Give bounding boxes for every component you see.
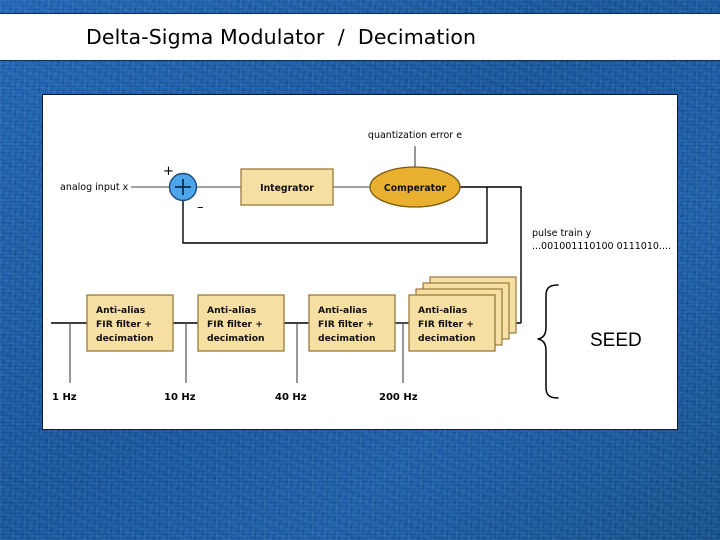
decimation-stage-1-line-2: FIR filter +	[96, 319, 152, 330]
comparator-block	[369, 166, 461, 208]
decimation-stage-3	[308, 294, 396, 352]
decimation-stage-1	[86, 294, 174, 352]
decimation-stage-3-line-3: decimation	[318, 333, 376, 344]
slide-title-bar: Delta-Sigma Modulator / Decimation	[0, 13, 720, 61]
integrator-label: Integrator	[260, 183, 314, 194]
frequency-label-2: 10 Hz	[164, 392, 196, 403]
decimation-stage-4-line-2: FIR filter +	[418, 319, 474, 330]
decimation-stage-2-line-2: FIR filter +	[207, 319, 263, 330]
frequency-label-1: 1 Hz	[52, 392, 77, 403]
decimation-stage-4-line-3: decimation	[418, 333, 476, 344]
analog-input-label: analog input x	[60, 182, 129, 193]
decimation-stage-1-line-3: decimation	[96, 333, 154, 344]
decimation-stage-4-card-1	[408, 294, 496, 352]
diagram-panel: + – analog input x Integrator Comperator…	[42, 94, 678, 430]
decimation-stage-3-line-1: Anti-alias	[318, 305, 368, 316]
pulse-train-bits: ...001001110100 0111010....	[532, 241, 671, 252]
decimation-stage-2-line-1: Anti-alias	[207, 305, 257, 316]
frequency-label-4: 200 Hz	[379, 392, 418, 403]
quantization-error-label: quantization error e	[368, 130, 462, 141]
seed-brace-icon	[537, 284, 559, 399]
summing-junction-plus-sign: +	[163, 164, 174, 179]
comparator-label: Comperator	[384, 183, 447, 194]
wire-feedback-loop	[182, 187, 488, 244]
pulse-train-label: pulse train y	[532, 228, 592, 239]
decimation-stage-1-line-1: Anti-alias	[96, 305, 146, 316]
frequency-label-3: 40 Hz	[275, 392, 307, 403]
delta-sigma-diagram: + – analog input x Integrator Comperator…	[51, 130, 671, 403]
decimation-stage-4: Anti-alias FIR filter + decimation	[408, 276, 517, 352]
summing-junction-minus-sign: –	[197, 200, 204, 215]
integrator-block	[240, 168, 334, 206]
decimation-stage-4-line-1: Anti-alias	[418, 305, 468, 316]
decimation-stage-2	[197, 294, 285, 352]
page-title: Delta-Sigma Modulator / Decimation	[86, 25, 477, 49]
decimation-stage-3-line-2: FIR filter +	[318, 319, 374, 330]
wire-pulse-train-trunk	[487, 186, 522, 323]
decimation-stage-2-line-3: decimation	[207, 333, 265, 344]
seed-label: SEED	[590, 330, 642, 351]
